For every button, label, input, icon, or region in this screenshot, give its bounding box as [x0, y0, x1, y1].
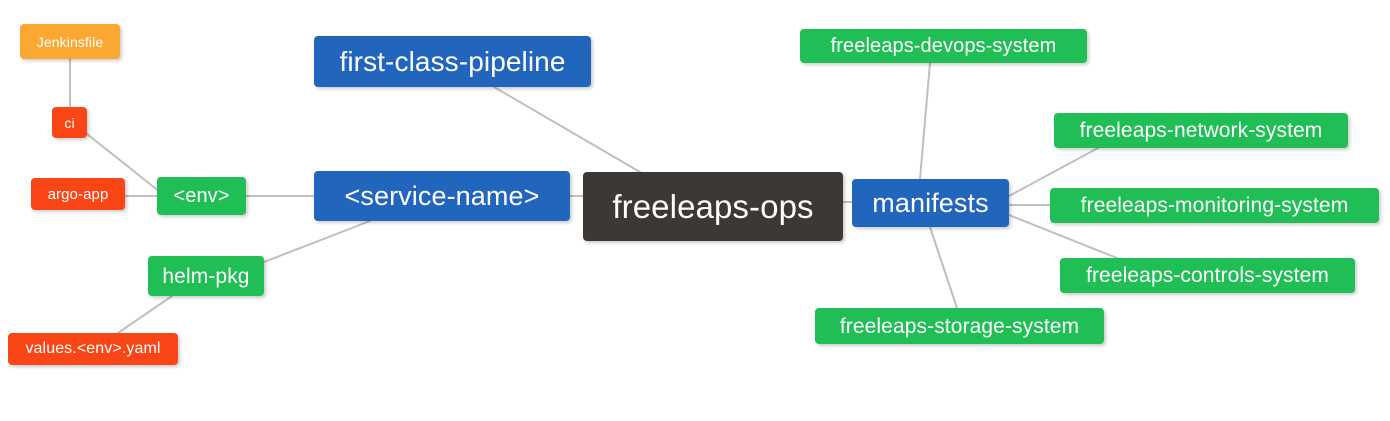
mindmap-node-values-env-yaml[interactable]: values.<env>.yaml	[8, 333, 178, 365]
mindmap-node-helm-pkg[interactable]: helm-pkg	[148, 256, 264, 296]
mindmap-node-service-name[interactable]: <service-name>	[314, 171, 570, 221]
mindmap-node-freeleaps-controls-system[interactable]: freeleaps-controls-system	[1060, 258, 1355, 293]
mindmap-node-first-class-pipeline[interactable]: first-class-pipeline	[314, 36, 591, 87]
mindmap-node-ci[interactable]: ci	[52, 107, 87, 138]
edge-first-class-pipeline-to-freeleaps-ops	[493, 86, 641, 173]
edge-manifests-to-freeleaps-devops-system	[919, 62, 931, 180]
mindmap-node-freeleaps-storage-system[interactable]: freeleaps-storage-system	[815, 308, 1104, 344]
mindmap-node-manifests[interactable]: manifests	[852, 179, 1009, 227]
mindmap-node-freeleaps-devops-system[interactable]: freeleaps-devops-system	[800, 29, 1087, 63]
mindmap-node-freeleaps-network-system[interactable]: freeleaps-network-system	[1054, 113, 1348, 148]
edge-manifests-to-freeleaps-storage-system	[929, 226, 958, 309]
mindmap-node-freeleaps-monitoring-system[interactable]: freeleaps-monitoring-system	[1050, 188, 1379, 223]
edge-values-env-yaml-to-helm-pkg	[117, 295, 173, 334]
mindmap-node-argo-app[interactable]: argo-app	[31, 178, 125, 210]
mindmap-node-freeleaps-ops[interactable]: freeleaps-ops	[583, 172, 843, 241]
mindmap-node-jenkinsfile[interactable]: Jenkinsfile	[20, 24, 120, 59]
mindmap-node-env[interactable]: <env>	[157, 177, 246, 215]
edge-helm-pkg-to-service-name	[263, 220, 371, 263]
